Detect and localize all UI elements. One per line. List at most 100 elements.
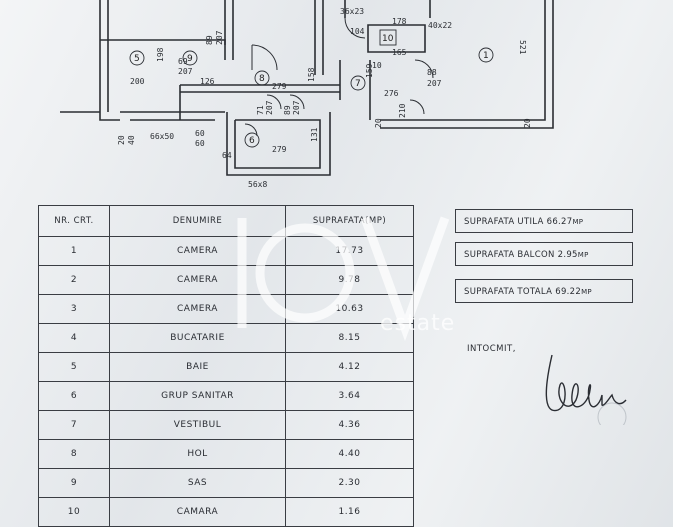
dim-label: 36x23 bbox=[340, 7, 364, 16]
summary-utila-label: SUPRAFATA UTILA bbox=[464, 217, 544, 227]
room-label-7: 7 bbox=[355, 79, 361, 89]
cell-area: 2.30 bbox=[285, 468, 414, 498]
room-label-10: 10 bbox=[382, 34, 394, 44]
dim-label: 207 bbox=[215, 30, 224, 45]
dim-label: 159 bbox=[365, 63, 374, 78]
dim-label: 88 bbox=[427, 68, 437, 77]
dim-label: 200 bbox=[130, 77, 145, 86]
cell-name: CAMERA bbox=[109, 236, 286, 266]
dim-label: 279 bbox=[272, 145, 287, 154]
dim-label: 60 bbox=[195, 129, 205, 138]
cell-area: 4.36 bbox=[285, 410, 414, 440]
dim-label: 69 bbox=[178, 57, 188, 66]
dim-label: 40x22 bbox=[428, 21, 452, 30]
cell-nr: 9 bbox=[38, 468, 110, 498]
signature bbox=[545, 354, 627, 425]
dim-label: 89 bbox=[205, 35, 214, 45]
summary-balcon: SUPRAFATA BALCON 2.95MP bbox=[455, 242, 633, 266]
dim-label: 198 bbox=[156, 47, 165, 62]
dim-label: 279 bbox=[272, 82, 287, 91]
header-area: SUPRAFATA(MP) bbox=[285, 205, 414, 237]
dim-label: 40 bbox=[127, 135, 136, 145]
dim-label: 207 bbox=[427, 79, 442, 88]
summary-totala-value: 69.22 bbox=[555, 287, 582, 297]
dim-label: 89 bbox=[283, 105, 292, 115]
cell-name: CAMARA bbox=[109, 497, 286, 527]
cell-nr: 4 bbox=[38, 323, 110, 353]
dim-label: 210 bbox=[398, 103, 407, 118]
cell-nr: 7 bbox=[38, 410, 110, 440]
dim-label: 20 bbox=[523, 118, 532, 128]
dim-label: 20 bbox=[117, 135, 126, 145]
summary-balcon-unit: MP bbox=[577, 251, 589, 259]
room-label-6: 6 bbox=[249, 136, 255, 146]
dim-label: 20 bbox=[374, 118, 383, 128]
cell-area: 1.16 bbox=[285, 497, 414, 527]
dim-label: 64 bbox=[222, 151, 232, 160]
cell-nr: 3 bbox=[38, 294, 110, 324]
room-label-5: 5 bbox=[134, 54, 140, 64]
cell-area: 4.40 bbox=[285, 439, 414, 469]
summary-utila-value: 66.27 bbox=[546, 217, 573, 227]
dim-label: 207 bbox=[265, 100, 274, 115]
summary-utila: SUPRAFATA UTILA 66.27MP bbox=[455, 209, 633, 233]
cell-name: VESTIBUL bbox=[109, 410, 286, 440]
summary-totala-unit: MP bbox=[581, 288, 592, 296]
dim-label: 207 bbox=[292, 100, 301, 115]
cell-nr: 10 bbox=[38, 497, 110, 527]
room-label-1: 1 bbox=[483, 51, 489, 61]
cell-name: SAS bbox=[109, 468, 286, 498]
dim-label: 178 bbox=[392, 17, 407, 26]
cell-nr: 8 bbox=[38, 439, 110, 469]
cell-nr: 6 bbox=[38, 381, 110, 411]
dim-label: 521 bbox=[518, 40, 527, 55]
summary-totala: SUPRAFATA TOTALA 69.22MP bbox=[455, 279, 633, 303]
cell-area: 9.78 bbox=[285, 265, 414, 295]
dim-label: 276 bbox=[384, 89, 399, 98]
cell-nr: 1 bbox=[38, 236, 110, 266]
cell-area: 17.73 bbox=[285, 236, 414, 266]
cell-name: CAMERA bbox=[109, 294, 286, 324]
summary-totala-label: SUPRAFATA TOTALA bbox=[464, 287, 553, 297]
dim-label: 71 bbox=[256, 105, 265, 115]
watermark-brand: estate bbox=[380, 311, 456, 336]
dim-label: 104 bbox=[350, 27, 365, 36]
cell-name: GRUP SANITAR bbox=[109, 381, 286, 411]
room-label-8: 8 bbox=[259, 74, 265, 84]
cell-name: CAMERA bbox=[109, 265, 286, 295]
summary-balcon-value: 2.95 bbox=[557, 250, 578, 260]
dim-label: 131 bbox=[310, 127, 319, 142]
cell-area: 3.64 bbox=[285, 381, 414, 411]
cell-nr: 2 bbox=[38, 265, 110, 295]
cell-nr: 5 bbox=[38, 352, 110, 382]
cell-area: 4.12 bbox=[285, 352, 414, 382]
header-nr: NR. CRT. bbox=[38, 205, 110, 237]
dim-label: 165 bbox=[392, 48, 407, 57]
dim-label: 66x50 bbox=[150, 132, 174, 141]
dim-label: 207 bbox=[178, 67, 193, 76]
room-label-9: 9 bbox=[187, 54, 193, 64]
dim-label: 10 bbox=[372, 61, 382, 70]
header-name: DENUMIRE bbox=[109, 205, 286, 237]
dim-label: 158 bbox=[307, 67, 316, 82]
cell-name: BUCATARIE bbox=[109, 323, 286, 353]
dim-label: 60 bbox=[195, 139, 205, 148]
cell-name: HOL bbox=[109, 439, 286, 469]
dim-label: 56x8 bbox=[248, 180, 267, 189]
intocmit-label: INTOCMIT, bbox=[467, 344, 516, 354]
dim-label: 126 bbox=[200, 77, 215, 86]
summary-utila-unit: MP bbox=[572, 218, 584, 226]
summary-balcon-label: SUPRAFATA BALCON bbox=[464, 250, 555, 260]
cell-name: BAIE bbox=[109, 352, 286, 382]
